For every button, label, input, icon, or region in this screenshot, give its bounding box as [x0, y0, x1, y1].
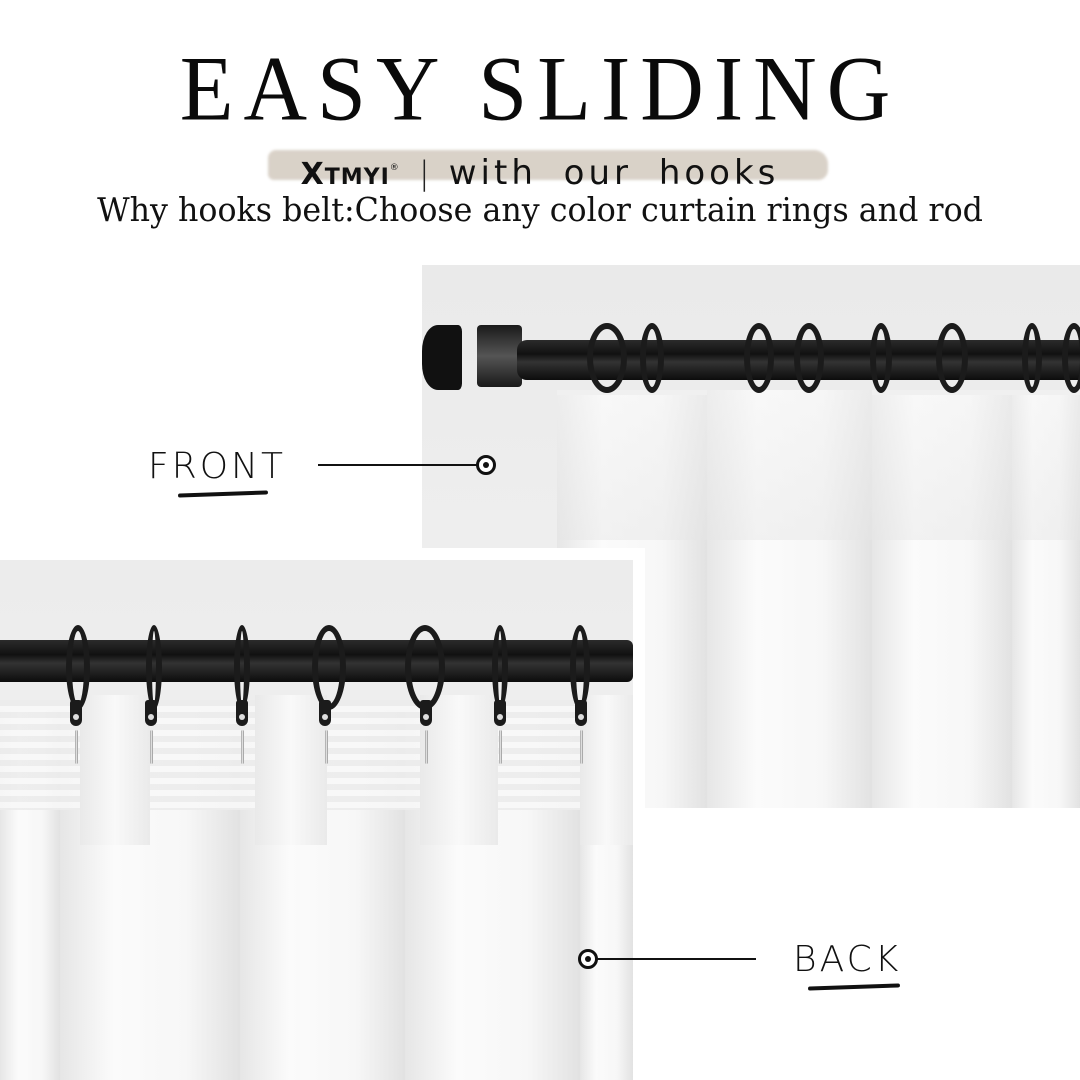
curtain-hook — [425, 730, 428, 764]
curtain-ring — [66, 625, 90, 710]
curtain-ring — [570, 625, 590, 710]
divider: | — [418, 154, 430, 192]
header-tab — [580, 695, 633, 845]
ring-clip — [494, 700, 506, 726]
ring-clip — [236, 700, 248, 726]
brush-stroke-decoration — [268, 150, 828, 180]
curtain-ring — [870, 323, 892, 393]
curtain-ring — [1022, 323, 1042, 393]
ring-clip — [575, 700, 587, 726]
curtain-ring — [1062, 323, 1080, 393]
subtitle-row: XTMYI® | with our hooks — [0, 148, 1080, 193]
brand-name: TMYI — [324, 165, 390, 190]
curtain-pleat — [707, 390, 872, 808]
curtain-ring — [405, 625, 445, 710]
curtain-hook — [150, 730, 153, 764]
brand-logo: XTMYI® — [301, 157, 400, 192]
curtain-ring — [312, 625, 346, 710]
curtain-hook — [241, 730, 244, 764]
front-underline-decoration — [177, 490, 269, 498]
front-view-photo — [422, 265, 1080, 808]
curtain-header — [557, 390, 1080, 540]
curtain-ring — [146, 625, 162, 710]
front-label: FRONT — [148, 446, 286, 487]
front-callout-line — [318, 464, 478, 466]
curtain-ring — [492, 625, 508, 710]
back-callout-line — [596, 958, 756, 960]
ring-clip — [420, 700, 432, 726]
header-tab — [255, 695, 327, 845]
brand-initial: X — [300, 157, 325, 192]
back-target-icon — [578, 949, 598, 969]
ring-clip — [145, 700, 157, 726]
curtain-pleat — [872, 395, 1012, 808]
header-tab — [80, 695, 150, 845]
description-text: Why hooks belt:Choose any color curtain … — [97, 190, 983, 229]
curtain-ring — [744, 323, 774, 393]
title-block: EASY SLIDING — [0, 38, 1080, 180]
rod-bracket — [477, 325, 522, 387]
curtain-pleat — [1012, 395, 1080, 808]
curtain-ring — [936, 323, 968, 393]
back-label: BACK — [793, 939, 902, 980]
front-target-icon — [476, 455, 496, 475]
header-tab — [420, 695, 498, 845]
curtain-ring — [234, 625, 250, 710]
ring-clip — [70, 700, 82, 726]
page-title: EASY SLIDING — [179, 38, 901, 141]
back-view-photo — [0, 560, 633, 1080]
tagline: with our hooks — [448, 153, 780, 193]
curtain-hook — [75, 730, 78, 764]
curtain-hook — [580, 730, 583, 764]
curtain-hook — [499, 730, 502, 764]
curtain-ring — [794, 323, 824, 393]
registered-mark: ® — [389, 163, 400, 173]
ring-clip — [319, 700, 331, 726]
curtain-ring — [587, 323, 627, 393]
curtain-hook — [325, 730, 328, 764]
rod-finial — [422, 325, 462, 390]
back-underline-decoration — [807, 983, 901, 991]
curtain-ring — [640, 323, 664, 393]
